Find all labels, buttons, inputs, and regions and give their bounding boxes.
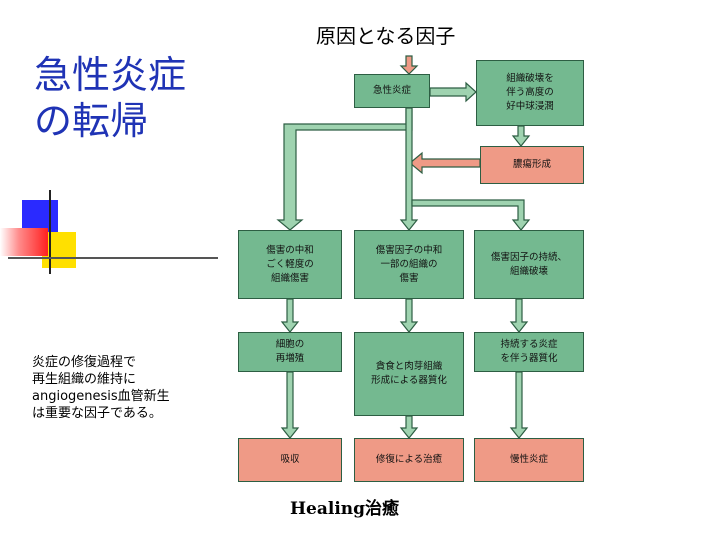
arrow-branch-left — [276, 107, 413, 231]
slide-title-line-2: の転帰 — [34, 99, 149, 143]
node-chronic-organization: 持続する炎症 を伴う器質化 — [474, 332, 584, 372]
arrow-phago-to-repair — [399, 415, 419, 439]
slide-title: 急性炎症 の転帰 — [34, 52, 186, 144]
node-neutralization-mild: 傷害の中和 ごく軽度の 組織傷害 — [238, 230, 342, 299]
input-arrow — [399, 55, 419, 75]
node-absorption: 吸収 — [238, 438, 342, 482]
node-persistence: 傷害因子の持続、 組織破壊 — [474, 230, 584, 299]
node-repair-healing: 修復による治癒 — [354, 438, 464, 482]
side-note-line-2: 再生組織の維持に — [32, 372, 137, 387]
arrow-main-to-partial — [399, 107, 419, 231]
arrow-regen-to-absorb — [280, 371, 300, 439]
arrow-neutral-to-regen — [280, 298, 300, 333]
diagram-caption: 原因となる因子 — [316, 24, 456, 48]
side-note: 炎症の修復過程で 再生組織の維持に angiogenesis血管新生 は重要な因… — [32, 354, 232, 422]
flowchart: 急性炎症 組織破壊を 伴う高度の 好中球浸潤 膿瘍形成 傷害の中和 ごく軽度の … — [226, 52, 586, 488]
node-chronic-inflammation: 慢性炎症 — [474, 438, 584, 482]
side-note-line-4: は重要な因子である。 — [32, 406, 162, 421]
arrow-branch-right — [411, 199, 531, 231]
node-tissue-destruction: 組織破壊を 伴う高度の 好中球浸潤 — [476, 60, 584, 126]
arrow-acute-to-destruction — [429, 81, 477, 103]
arrow-partial-to-phago — [399, 298, 419, 333]
decor-red-gradient — [0, 228, 48, 256]
node-abscess: 膿瘍形成 — [480, 146, 584, 184]
side-note-line-1: 炎症の修復過程で — [32, 355, 137, 370]
arrow-destruction-to-abscess — [511, 125, 531, 147]
node-regeneration: 細胞の 再増殖 — [238, 332, 342, 372]
footer-caption: Healing治癒 — [290, 499, 400, 519]
arrow-abscess-to-main — [409, 151, 481, 175]
decor-vertical-line — [49, 190, 51, 274]
node-acute-inflammation: 急性炎症 — [354, 74, 430, 108]
node-phagocytosis-organization: 貪食と肉芽組織 形成による器質化 — [354, 332, 464, 416]
decor-horizontal-line — [8, 257, 218, 259]
slide-title-line-1: 急性炎症 — [34, 53, 187, 97]
arrow-persist-to-chronic-org — [509, 298, 529, 333]
arrow-chronic-org-to-chronic — [509, 371, 529, 439]
flowchart-arrows — [276, 55, 531, 439]
node-neutralization-partial: 傷害因子の中和 一部の組織の 傷害 — [354, 230, 464, 299]
side-note-line-3: angiogenesis血管新生 — [32, 389, 170, 404]
